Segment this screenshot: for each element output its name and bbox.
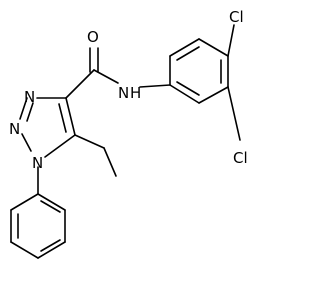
bond-aryl-cl-top [227, 24, 235, 57]
phenyl-ring [10, 166, 66, 259]
phenyl-bond-6 [37, 193, 66, 211]
aryl-inner-1 [176, 46, 200, 61]
phenyl-inner-3 [40, 200, 61, 213]
aryl-bond-5 [198, 86, 229, 104]
carbonyl-oxygen-label: O [87, 28, 99, 46]
aryl-bond-3 [198, 38, 229, 57]
chlorine-top-label: Cl [229, 8, 244, 26]
triazole-n1-label: N [32, 154, 43, 172]
bond-n1-n2 [21, 133, 32, 152]
chlorine-bottom-label: Cl [233, 149, 248, 167]
bond-c5-n1 [44, 134, 76, 158]
bond-ch2-ch3 [103, 147, 117, 177]
bond-n2-n3 [19, 97, 28, 120]
aryl-inner-3 [176, 81, 200, 96]
bond-n2-n3-inner [26, 102, 34, 122]
phenyl-bond-1 [10, 193, 39, 211]
bond-c4-carbonyl [65, 69, 95, 99]
phenyl-inner-2 [40, 239, 61, 252]
molecule-diagram: O N H N N N Cl Cl [9, 8, 248, 259]
triazole-n2-label: N [9, 120, 20, 138]
amide-nitrogen-label: N [118, 84, 129, 102]
bond-n-aryl [139, 84, 171, 88]
bond-carbonyl-n [93, 69, 119, 84]
dichlorophenyl-ring [169, 24, 241, 141]
phenyl-bond-3 [10, 241, 39, 259]
ethyl-group [74, 134, 117, 177]
amide-hydrogen-label: H [130, 84, 141, 102]
aryl-bond-6 [169, 84, 200, 104]
bond-c5-ch2 [74, 134, 105, 149]
carboxamide-group [65, 47, 171, 99]
aryl-bond-2 [169, 38, 200, 57]
triazole-ring [19, 97, 76, 158]
bond-c4-c5-inner [58, 103, 67, 133]
phenyl-bond-4 [37, 241, 66, 259]
triazole-n3-label: N [24, 88, 35, 106]
bond-c4-c5 [65, 97, 76, 136]
bond-aryl-cl-bottom [227, 86, 241, 141]
